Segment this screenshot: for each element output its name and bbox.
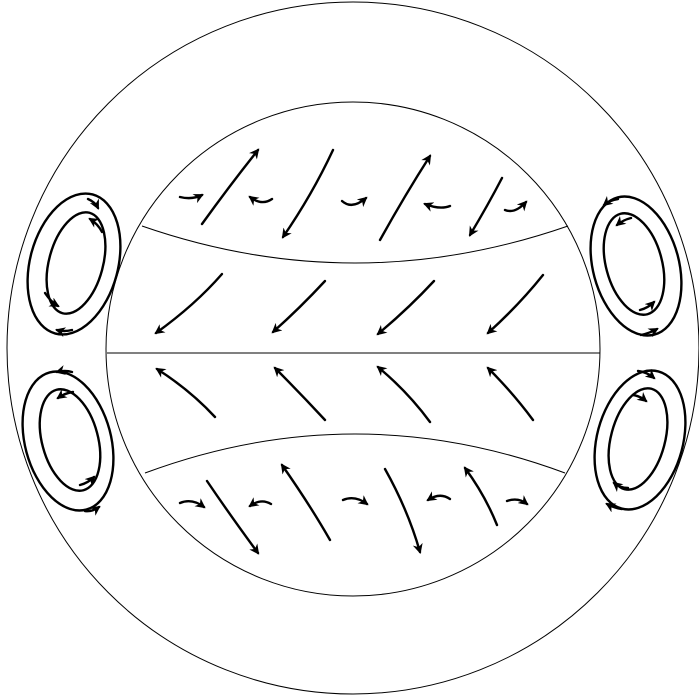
flow-arrow <box>207 481 258 553</box>
eddy-arrow <box>507 500 527 504</box>
vortex-arrow <box>88 199 98 208</box>
flow-arrow <box>488 275 543 333</box>
vortex-arrow <box>638 371 654 378</box>
flow-arrow <box>378 281 434 334</box>
north-band-flow <box>156 274 543 334</box>
flow-arrow <box>465 468 497 525</box>
flow-arrow <box>385 469 420 552</box>
north-boundary <box>142 226 568 263</box>
eddy-arrow <box>250 501 271 506</box>
boundaries <box>7 2 699 694</box>
vortex-outer-loop <box>576 186 696 345</box>
vortex-outer-loop <box>13 183 135 345</box>
eddy-arrow <box>180 195 202 198</box>
south-cap-flow <box>180 465 527 553</box>
flow-arrow <box>283 150 333 237</box>
vortex-arrow <box>640 302 654 310</box>
vortex-arrow <box>57 330 72 331</box>
flow-arrow <box>275 368 325 420</box>
inner-circle <box>106 102 600 596</box>
left-upper-vortex <box>13 183 135 345</box>
flow-arrow <box>380 156 430 240</box>
eddy-arrow <box>428 496 450 500</box>
flow-arrow <box>156 274 222 333</box>
left-lower-vortex <box>8 361 128 520</box>
flow-arrow <box>157 369 215 417</box>
vortex-inner-loop <box>29 383 110 498</box>
eddy-arrow <box>250 197 272 202</box>
flow-arrow <box>282 465 330 540</box>
flow-arrow <box>488 368 533 420</box>
eddy-arrow <box>180 501 204 507</box>
vortex-outer-loop <box>8 361 128 520</box>
flow-arrow <box>378 367 430 422</box>
eddy-arrow <box>505 202 526 211</box>
flow-arrow <box>273 281 325 332</box>
vortex-arrow <box>614 483 628 488</box>
north-cap-flow <box>180 150 526 240</box>
vortex-arrow <box>604 199 618 205</box>
vortex-arrow <box>57 371 72 372</box>
flow-arrow <box>470 178 502 235</box>
vortex-arrow <box>617 218 631 225</box>
eddy-arrow <box>343 498 367 504</box>
eddy-arrow <box>425 204 450 208</box>
vortex-arrow <box>633 395 646 401</box>
south-boundary <box>145 434 565 473</box>
right-upper-vortex <box>576 186 696 345</box>
south-band-flow <box>157 367 533 422</box>
eddy-arrow <box>342 198 366 205</box>
outer-circle <box>7 2 699 694</box>
vortex-arrow <box>58 392 73 398</box>
vortex-inner-loop <box>36 206 115 320</box>
flow-arrow <box>202 150 258 224</box>
